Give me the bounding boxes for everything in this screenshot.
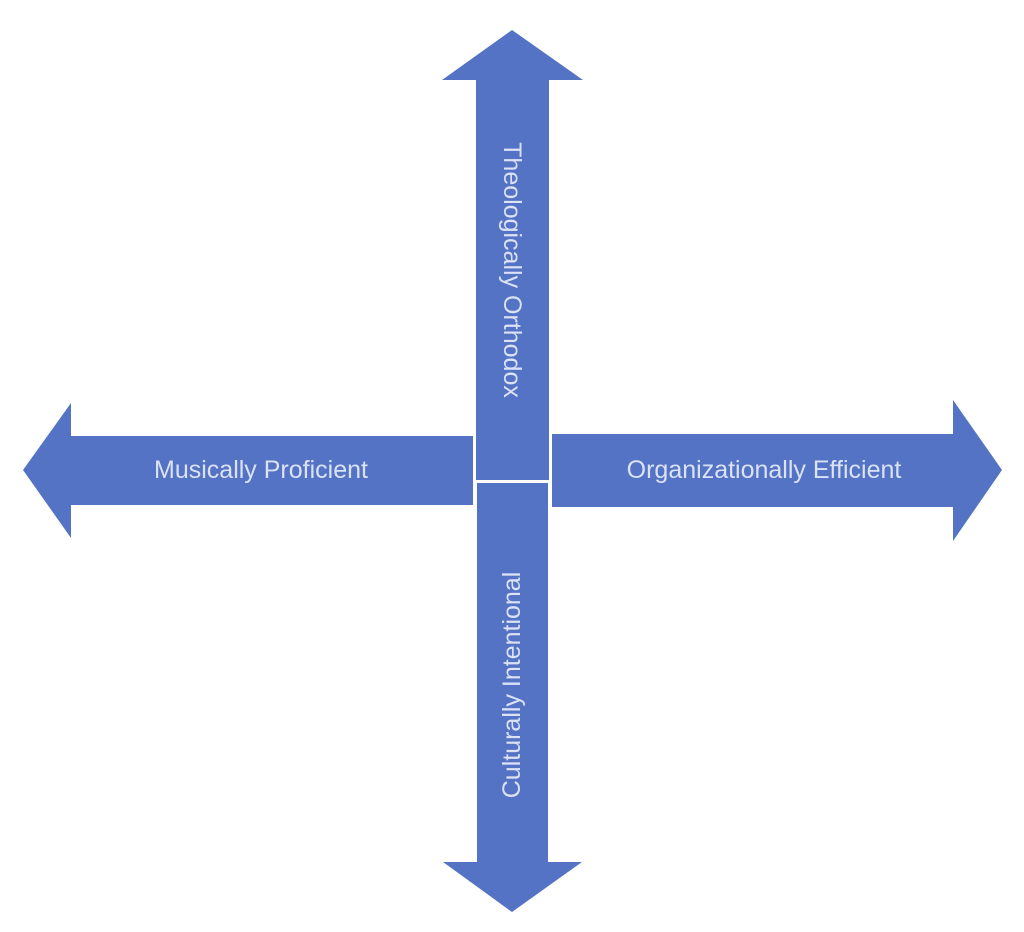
arrow-right-label: Organizationally Efficient bbox=[627, 456, 902, 484]
arrow-left-shape bbox=[23, 403, 473, 538]
arrow-left: Musically Proficient bbox=[23, 403, 473, 538]
arrow-right-shape bbox=[552, 400, 1002, 541]
arrow-right: Organizationally Efficient bbox=[552, 400, 1002, 541]
arrow-left-label: Musically Proficient bbox=[154, 456, 368, 484]
arrow-up-shape bbox=[442, 30, 583, 480]
arrow-up-label: Theologically Orthodox bbox=[498, 142, 526, 398]
arrow-down: Culturally Intentional bbox=[443, 483, 582, 912]
arrow-up: Theologically Orthodox bbox=[442, 30, 583, 480]
arrow-down-label: Culturally Intentional bbox=[498, 572, 526, 799]
arrow-down-shape bbox=[443, 483, 582, 912]
